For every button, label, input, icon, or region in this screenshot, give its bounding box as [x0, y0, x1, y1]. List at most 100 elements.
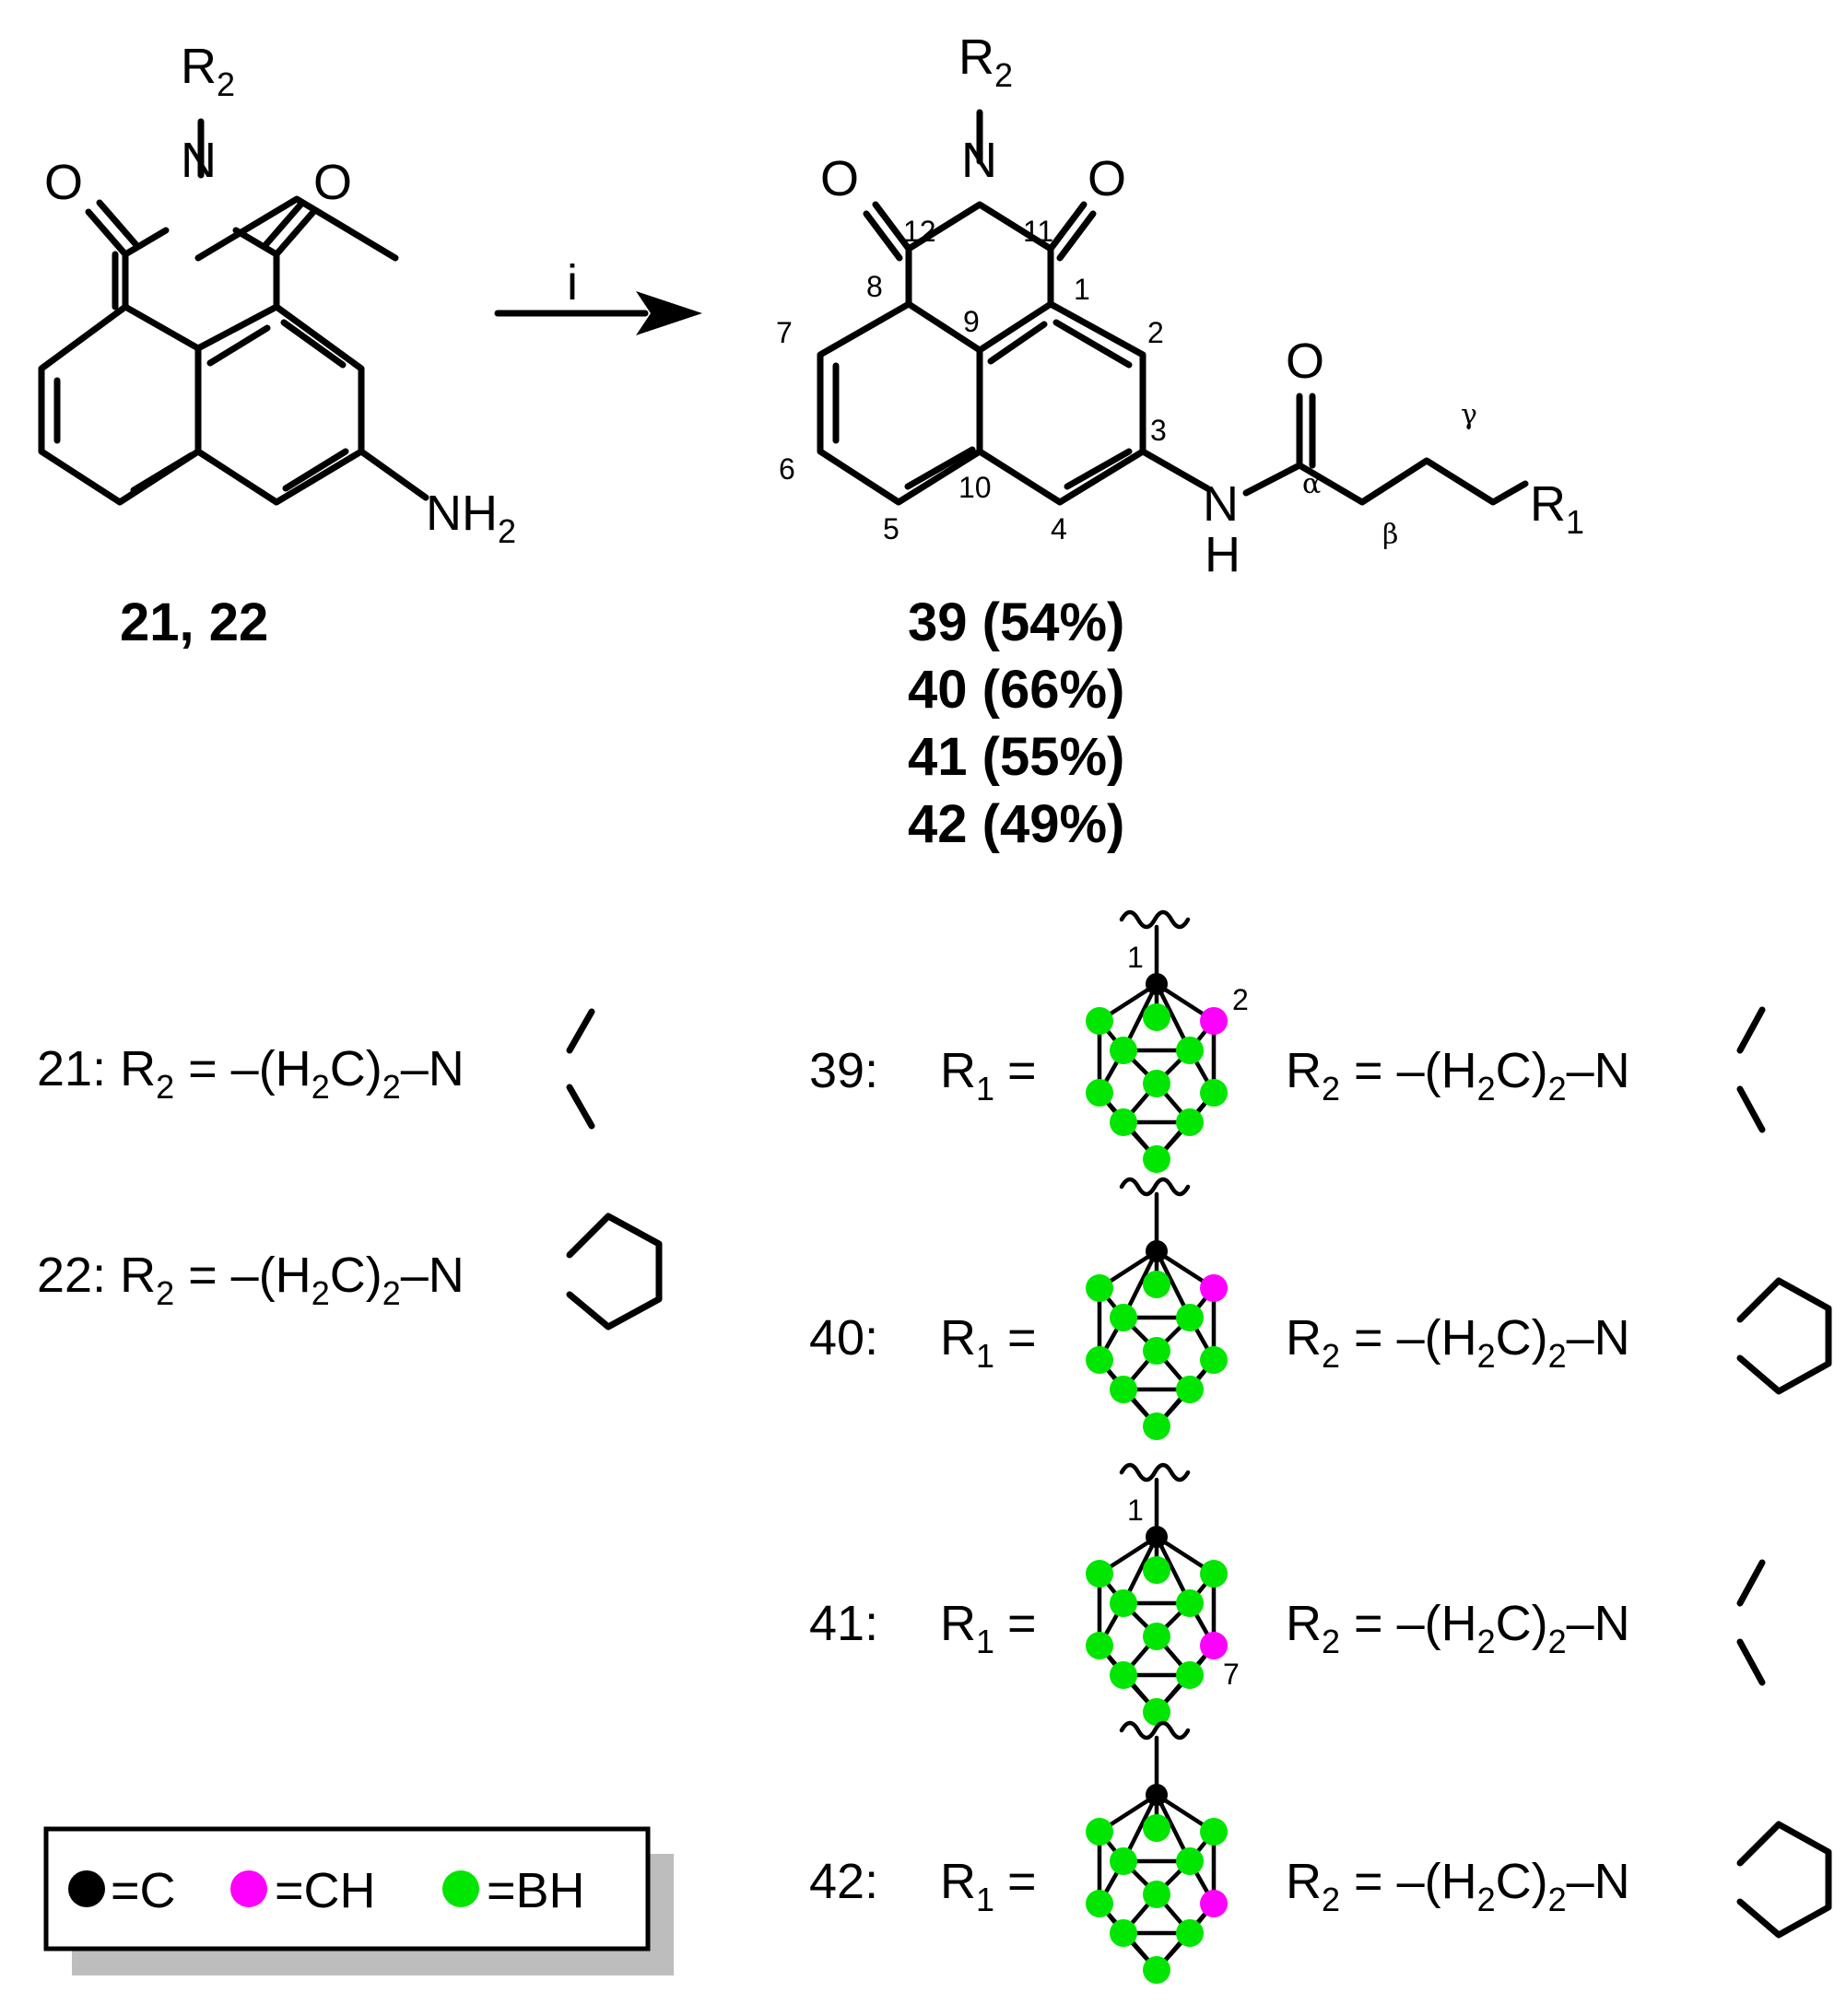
gamma-label: γ [1461, 399, 1477, 431]
definition-22: 22: R2 = –(H2C)2–N [37, 1213, 663, 1330]
legend-bh-label: =BH [487, 1863, 585, 1918]
ring-number-1: 1 [1074, 273, 1090, 306]
product-row-id: 39: [809, 1043, 878, 1098]
sm-n-label: N [181, 133, 217, 188]
cage-vertex [1110, 1589, 1137, 1617]
product-row-r2-text: R2 = –(H2C)2–N [1286, 1043, 1630, 1108]
sm-amine-label: NH2 [426, 486, 516, 550]
cage-vertex [1200, 1560, 1228, 1588]
ring-number-9: 9 [963, 305, 980, 338]
product-o-left-label: O [820, 151, 859, 206]
cage-vertex [1146, 1526, 1168, 1548]
ring-number-6: 6 [779, 452, 795, 486]
ring-number-5: 5 [883, 512, 899, 545]
cage-vertex [1086, 1079, 1113, 1107]
product-row-r2-text: R2 = –(H2C)2–N [1286, 1596, 1630, 1660]
product-n-label: N [961, 133, 997, 188]
product-row-r1-label: R1= [940, 1310, 1037, 1375]
product-row-r1-label: R1= [940, 1043, 1037, 1108]
cage-vertex [1146, 1240, 1168, 1262]
definition-21-text: 21: R2 = –(H2C)2–N [37, 1041, 464, 1106]
dimethylamine-bonds [1736, 1559, 1766, 1686]
product-o-amide-label: O [1286, 334, 1324, 389]
yield-line-39: 39 (54%) [908, 592, 1124, 652]
product-row-40: 40: R1= R2 = –(H2C)2–N [809, 1177, 1832, 1440]
cage-vertex [1176, 1661, 1204, 1689]
cage-vertex [1086, 1890, 1113, 1917]
attachment-wavy-line [1119, 1177, 1191, 1197]
product-row-id: 42: [809, 1854, 878, 1909]
cage-vertex [1176, 1037, 1204, 1064]
cage-vertex [1143, 1337, 1170, 1365]
cage-vertex [1143, 1145, 1170, 1173]
cage-vertex [1143, 1003, 1170, 1031]
cage-vertex [1176, 1847, 1204, 1875]
cage-vertex [1110, 1376, 1137, 1403]
product-row-id: 40: [809, 1310, 878, 1365]
definition-21: 21: R2 = –(H2C)2–N [37, 1008, 595, 1130]
alpha-label: α [1302, 468, 1321, 500]
product-nh-h-label: H [1205, 527, 1240, 582]
beta-label: β [1382, 519, 1398, 551]
ring-number-2: 2 [1147, 316, 1164, 349]
cage-vertex [1143, 1814, 1170, 1842]
pyrrolidine-ring [1736, 1821, 1832, 1939]
ring-number-8: 8 [866, 270, 883, 303]
attachment-wavy-line [1119, 1462, 1191, 1483]
legend-carbon-dot [68, 1870, 105, 1907]
starting-material-structure: R2 N O O NH2 [38, 39, 516, 550]
product-definition-rows: 39: R1= 12 R2 = –(H2C)2–N 40: R1= R2 = –(H2C)2… [809, 909, 1832, 1984]
cage-vertex [1086, 1632, 1113, 1659]
product-row-42: 42: R1= R2 = –(H2C)2–N [809, 1720, 1832, 1984]
product-o-right-label: O [1088, 151, 1126, 206]
cage-vertex [1176, 1589, 1204, 1617]
carborane-cage [1086, 1177, 1228, 1440]
cage-vertex [1086, 1818, 1113, 1846]
starting-material-ids: 21, 22 [120, 592, 268, 652]
cage-vertex [1200, 1632, 1228, 1659]
reagent-label: i [567, 255, 578, 311]
cage-vertex [1200, 1079, 1228, 1107]
cage-vertex [1200, 1890, 1228, 1917]
ring-number-11: 11 [1023, 215, 1053, 248]
ring-number-4: 4 [1051, 512, 1067, 545]
legend-carbon-label: =C [111, 1863, 176, 1918]
ring-number-7: 7 [776, 316, 793, 349]
cage-vertex [1110, 1108, 1137, 1136]
definition-22-text: 22: R2 = –(H2C)2–N [37, 1248, 464, 1312]
product-row-r2-text: R2 = –(H2C)2–N [1286, 1310, 1630, 1375]
cage-vertex [1146, 1784, 1168, 1806]
cage-vertex [1143, 1956, 1170, 1984]
cage-vertex [1110, 1661, 1137, 1689]
yield-line-41: 41 (55%) [908, 727, 1124, 787]
ring-number-10: 10 [958, 471, 992, 504]
product-row-r1-label: R1= [940, 1854, 1037, 1918]
cage-vertex [1110, 1037, 1137, 1064]
yield-line-42: 42 (49%) [908, 794, 1124, 854]
cage-vertex [1110, 1304, 1137, 1331]
product-row-id: 41: [809, 1596, 878, 1651]
legend-box [43, 1826, 651, 1952]
legend-ch-dot [230, 1870, 267, 1907]
cage-vertex [1086, 1274, 1113, 1302]
cage-position-label-side: 7 [1223, 1658, 1240, 1691]
carborane-cage: 17 [1086, 1462, 1240, 1726]
cage-vertex [1146, 973, 1168, 995]
cage-vertex [1110, 1847, 1137, 1875]
carborane-cage: 12 [1086, 909, 1249, 1173]
attachment-wavy-line [1119, 1720, 1191, 1741]
cage-vertex [1176, 1919, 1204, 1947]
product-nh-n-label: N [1203, 476, 1239, 532]
cage-vertex [1143, 1271, 1170, 1298]
cage-vertex [1143, 1070, 1170, 1097]
carborane-cage [1086, 1720, 1228, 1984]
cage-vertex [1200, 1274, 1228, 1302]
yield-line-40: 40 (66%) [908, 660, 1124, 720]
product-r2-label: R2 [958, 29, 1013, 94]
cage-vertex [1086, 1007, 1113, 1035]
product-row-r2-text: R2 = –(H2C)2–N [1286, 1854, 1630, 1918]
ring-number-3: 3 [1150, 414, 1167, 447]
product-structure: R2 N O O O N H R1 α β γ 1 2 3 4 5 6 7 8 … [776, 29, 1584, 582]
